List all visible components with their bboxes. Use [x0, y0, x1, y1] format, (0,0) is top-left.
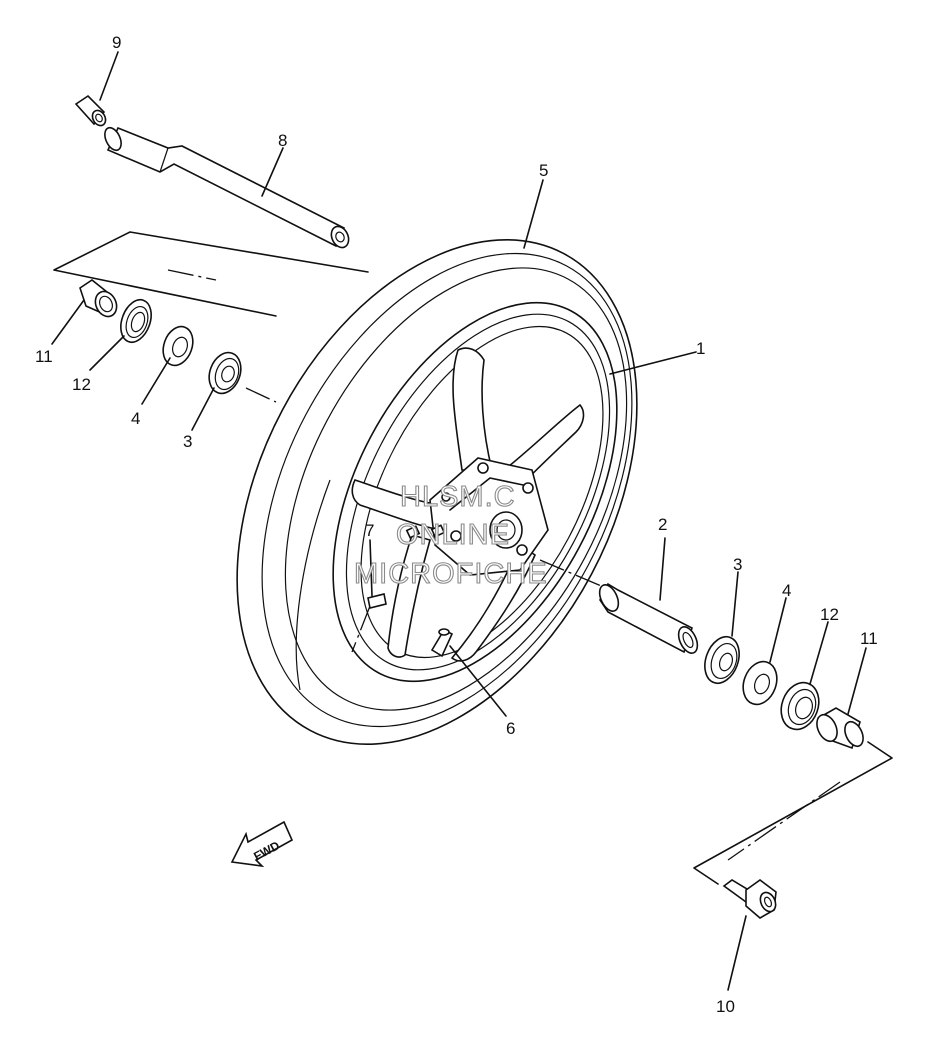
- left-collar-11: [79, 279, 118, 318]
- watermark-line-1: HLSM.C: [400, 481, 516, 513]
- axis-centerline-wheel: [245, 387, 277, 403]
- callout-labels: 1 2 3 4 12 11 5 6 7 8 9 10 11 12 4 3: [35, 33, 878, 1016]
- callout-3-left: 3: [183, 432, 192, 451]
- wheel-spokes: [351, 347, 585, 662]
- right-spacer-4: [742, 660, 778, 706]
- callout-7: 7: [365, 521, 374, 540]
- right-spacer-tube-2: [598, 582, 699, 654]
- balance-weight: [367, 593, 387, 609]
- callout-9: 9: [112, 33, 121, 52]
- left-bearing-3: [208, 351, 242, 395]
- axis-centerline-right: [539, 559, 607, 589]
- tire-valve: [430, 628, 454, 658]
- left-oil-seal-12: [120, 298, 152, 344]
- callout-8: 8: [278, 131, 287, 150]
- right-collar-11: [816, 707, 864, 750]
- right-oil-seal-12: [780, 681, 820, 731]
- callout-2: 2: [658, 515, 667, 534]
- callout-10: 10: [716, 997, 735, 1016]
- right-group-bracket: [693, 741, 893, 885]
- callout-12-right: 12: [820, 605, 839, 624]
- right-group-centerline: [727, 781, 841, 861]
- forward-direction-arrow: FWD: [230, 820, 294, 868]
- callout-11-left: 11: [35, 347, 53, 366]
- valve-centerline: [351, 605, 371, 653]
- callout-5: 5: [539, 161, 548, 180]
- axle-shaft: [104, 126, 350, 249]
- watermark: HLSM.C ONLINE MICROFICHE: [353, 480, 548, 590]
- callout-1: 1: [696, 339, 705, 358]
- wheel-hub: [405, 457, 549, 576]
- left-group-centerline: [167, 269, 217, 281]
- watermark-line-3: MICROFICHE: [354, 558, 548, 590]
- right-bearing-3: [704, 635, 740, 685]
- callout-6: 6: [506, 719, 515, 738]
- axle-collar-9: [74, 94, 107, 127]
- watermark-line-2: ONLINE: [396, 519, 510, 551]
- leader-lines: [51, 51, 867, 991]
- left-spacer-4: [162, 325, 194, 367]
- callout-12-left: 12: [72, 375, 91, 394]
- bolt-10: [722, 879, 777, 919]
- callout-11-right: 11: [860, 629, 878, 648]
- callout-4-left: 4: [131, 409, 140, 428]
- callout-4-right: 4: [782, 581, 791, 600]
- callout-3-right: 3: [733, 555, 742, 574]
- left-group-bracket: [53, 231, 369, 317]
